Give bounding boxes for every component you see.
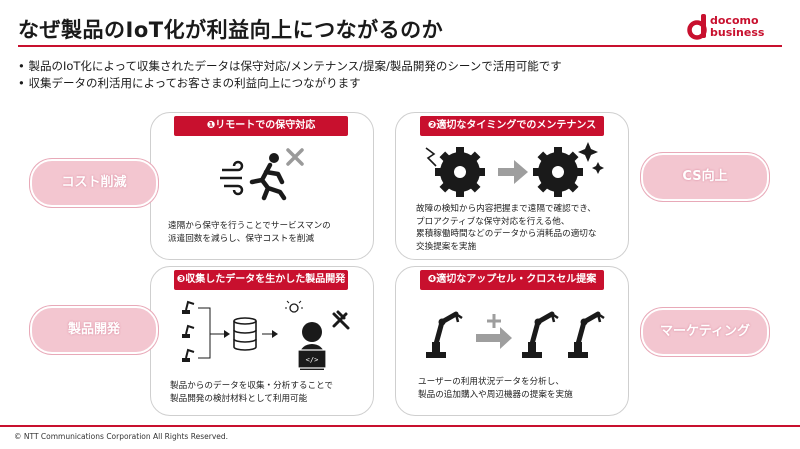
logo-text-business: business — [710, 26, 765, 39]
title-divider — [18, 45, 782, 47]
svg-text:</>: </> — [306, 356, 319, 364]
panel-heading: ❶リモートでの保守対応 — [174, 116, 348, 136]
bullet-item: 収集データの利活用によってお客さまの利益向上につながります — [18, 75, 562, 92]
docomo-business-logo: docomo business — [687, 12, 774, 42]
panel-description: ユーザーの利用状況データを分析し、 製品の追加購入や周辺機器の提案を実施 — [418, 377, 573, 400]
logo-d-icon — [687, 14, 707, 40]
pill-cost-reduction: コスト削減 — [30, 159, 158, 207]
robot-arm-plus-to-robot-arms-icon — [426, 311, 605, 358]
gear-broken-to-sparkle-icon — [425, 142, 604, 197]
panel-timely-maintenance — [395, 112, 629, 260]
panel-upsell-crosssell — [395, 266, 629, 416]
pill-marketing: マーケティング — [641, 308, 769, 356]
copyright: © NTT Communications Corporation All Rig… — [14, 432, 229, 441]
footer-divider — [0, 425, 800, 427]
logo-text-docomo: docomo — [710, 14, 759, 27]
pill-product-development: 製品開発 — [30, 306, 158, 354]
panel-description: 遠隔から保守を行うことでサービスマンの 派遣回数を減らし、保守コストを削減 — [168, 221, 331, 244]
panel-heading: ❷適切なタイミングでのメンテナンス — [420, 116, 604, 136]
bullet-list: 製品のIoT化によって収集されたデータは保守対応/メンテナンス/提案/製品開発の… — [18, 58, 562, 92]
panel-description: 製品からのデータを収集・分析することで 製品開発の検討材料として利用可能 — [170, 381, 334, 404]
panel-remote-maintenance — [150, 112, 374, 260]
bullet-item: 製品のIoT化によって収集されたデータは保守対応/メンテナンス/提案/製品開発の… — [18, 58, 561, 75]
running-person-icon — [220, 148, 304, 201]
panel-product-development — [150, 266, 374, 416]
robot-arms-to-database-to-developer-icon: </> — [182, 300, 350, 370]
panel-heading: ❹適切なアップセル・クロスセル提案 — [420, 270, 604, 290]
pill-cs-improvement: CS向上 — [641, 153, 769, 201]
page-title: なぜ製品のIoT化が利益向上につながるのか — [18, 18, 444, 42]
panel-description: 故障の検知から内容把握まで遠隔で確認でき、 プロアクティブな保守対応を行える他、… — [416, 204, 597, 252]
panel-heading: ❸収集したデータを生かした製品開発 — [174, 270, 348, 290]
